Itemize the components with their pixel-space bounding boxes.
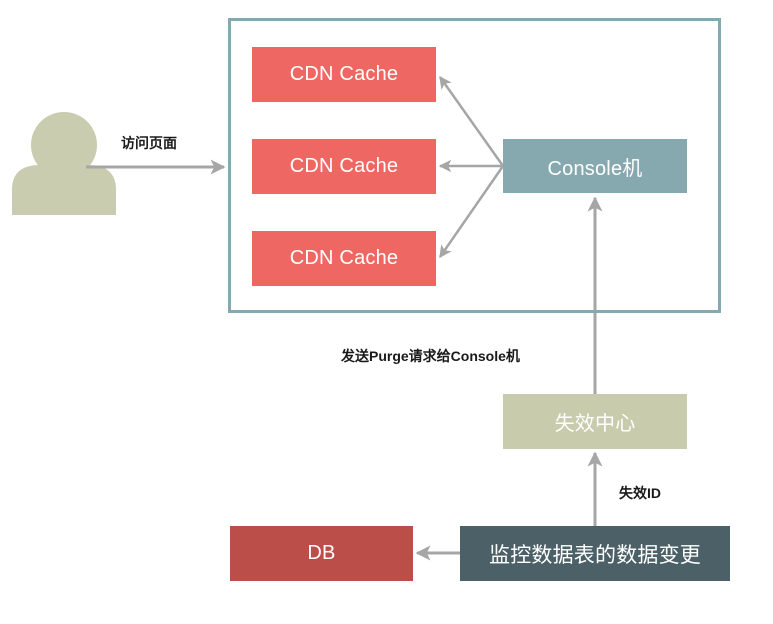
edge-console-to-cdn-3 — [438, 165, 505, 259]
monitor-node[interactable]: 监控数据表的数据变更 — [460, 526, 730, 581]
edge-label-send-purge: 发送Purge请求给Console机 — [341, 348, 520, 364]
edge-label-invalidation-id: 失效ID — [619, 485, 661, 501]
invalidation-center-node[interactable]: 失效中心 — [503, 394, 687, 449]
console-label: Console机 — [547, 157, 643, 180]
console-node[interactable]: Console机 — [503, 139, 687, 193]
cdn-cache-label: CDN Cache — [289, 63, 399, 85]
edge-console-to-cdn-1 — [438, 75, 505, 167]
cdn-cache-label: CDN Cache — [289, 247, 399, 269]
user-icon — [12, 112, 116, 215]
cdn-cache-node-1[interactable]: CDN Cache — [252, 47, 436, 102]
db-node[interactable]: DB — [230, 526, 413, 581]
cdn-cache-label: CDN Cache — [289, 155, 399, 177]
cdn-cluster-container — [228, 18, 721, 313]
invalidation-center-label: 失效中心 — [554, 413, 636, 435]
db-label: DB — [307, 542, 336, 564]
monitor-label: 监控数据表的数据变更 — [489, 543, 701, 567]
cdn-cache-node-3[interactable]: CDN Cache — [252, 231, 436, 286]
cdn-cache-node-2[interactable]: CDN Cache — [252, 139, 436, 194]
edge-label-visit-page: 访问页面 — [121, 135, 177, 151]
